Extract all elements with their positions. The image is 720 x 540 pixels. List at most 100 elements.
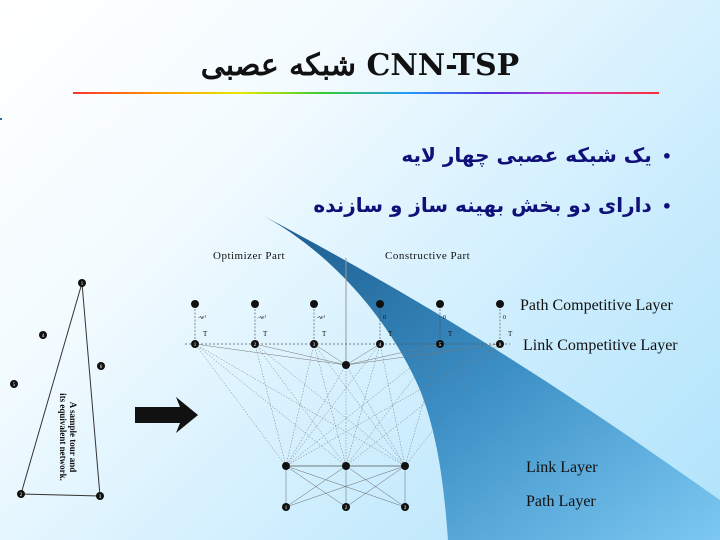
network-connection [285, 465, 406, 508]
weight-label: 0 [383, 315, 386, 321]
network-connection [345, 343, 381, 366]
optimizer-part-label: Optimizer Part [213, 250, 286, 262]
weight-label: -w¹ [258, 315, 266, 321]
path-node-label: 1 [285, 506, 288, 511]
cnn-tsp-network: -w¹ T -w¹ T -w¹ T 0T 0T 0T 1 2 3 4 5 6 1 2 3 [185, 258, 513, 511]
bullet-dot-icon: • [661, 197, 672, 216]
link-layer-unit [401, 462, 409, 470]
network-connection [404, 343, 501, 467]
tour-node-label: 2 [20, 493, 23, 498]
path-competitive-unit [436, 300, 444, 308]
tour-node [97, 362, 105, 370]
link-layer-label: Link Layer [526, 459, 598, 476]
network-connection [345, 343, 501, 366]
weight-label: 0 [443, 315, 446, 321]
path-layer-label: Path Layer [526, 493, 596, 510]
tour-node-label: 5 [13, 383, 16, 388]
network-connection [194, 343, 406, 467]
network-connection [254, 343, 347, 366]
link-node-label: 2 [254, 343, 257, 348]
t-label: T [508, 330, 513, 338]
network-connection [285, 343, 501, 467]
path-node-label: 2 [345, 506, 348, 511]
bullet-text: یک شبکه عصبی چهار لایه [401, 143, 652, 167]
tour-node-label: 1 [81, 282, 84, 287]
path-layer-unit [282, 503, 290, 511]
slide-title: شبکه عصبی CNN-TSP [200, 48, 520, 83]
t-label: T [388, 330, 393, 338]
path-competitive-unit [496, 300, 504, 308]
link-competitive-unit [310, 340, 318, 348]
edge-marker [0, 118, 2, 120]
bullet-item: • یک شبکه عصبی چهار لایه [401, 143, 672, 167]
link-layer-unit [282, 462, 290, 470]
link-competitive-unit [251, 340, 259, 348]
network-connection [313, 343, 347, 467]
tour-edge [20, 282, 83, 495]
tour-edge [81, 282, 101, 497]
path-competitive-unit [376, 300, 384, 308]
tour-node-label: 6 [100, 365, 103, 370]
network-connection [194, 343, 347, 366]
hub-unit [342, 361, 350, 369]
tour-node [96, 492, 104, 500]
tour-node [17, 490, 25, 498]
network-connection [345, 465, 406, 508]
network-connection [404, 343, 441, 467]
network-connection [345, 343, 441, 366]
network-connection [194, 343, 347, 467]
tour-caption-line: A sample tour and [68, 402, 78, 473]
network-connection [285, 364, 347, 467]
network-connection [254, 343, 347, 467]
weight-label: 0 [503, 315, 506, 321]
arrow-right-icon [135, 397, 198, 433]
path-layer-unit [342, 503, 350, 511]
path-competitive-layer-label: Path Competitive Layer [520, 297, 673, 314]
tour-node [78, 279, 86, 287]
t-label: T [203, 330, 208, 338]
link-layer-unit [342, 462, 350, 470]
tour-node [39, 331, 47, 339]
network-connection [345, 343, 381, 467]
path-layer-unit [401, 503, 409, 511]
link-competitive-unit [191, 340, 199, 348]
network-connection [285, 465, 347, 508]
network-connection [194, 343, 287, 467]
link-competitive-layer-label: Link Competitive Layer [523, 337, 678, 354]
link-competitive-unit [436, 340, 444, 348]
tour-edge [20, 493, 101, 497]
tour-node-label: 4 [42, 334, 45, 339]
network-connection [313, 343, 406, 467]
path-competitive-unit [251, 300, 259, 308]
tour-node-label: 3 [99, 495, 102, 500]
bullet-dot-icon: • [661, 147, 672, 166]
tour-node [10, 380, 18, 388]
weight-label: -w¹ [317, 315, 325, 321]
t-label: T [448, 330, 453, 338]
link-node-label: 6 [499, 343, 502, 348]
link-competitive-unit [376, 340, 384, 348]
path-competitive-unit [191, 300, 199, 308]
path-competitive-unit [310, 300, 318, 308]
bullet-text: دارای دو بخش بهینه ساز و سازنده [313, 193, 652, 217]
link-node-label: 3 [313, 343, 316, 348]
link-node-label: 5 [439, 343, 442, 348]
t-label: T [322, 330, 327, 338]
link-competitive-unit [496, 340, 504, 348]
bullet-item: • دارای دو بخش بهینه ساز و سازنده [313, 193, 672, 217]
title-underline [73, 92, 659, 94]
network-connection [345, 364, 406, 467]
path-node-label: 3 [404, 506, 407, 511]
tour-caption-line: its equivalent network. [58, 393, 68, 481]
t-label: T [263, 330, 268, 338]
link-node-label: 4 [379, 343, 382, 348]
network-connection [313, 343, 347, 366]
weight-label: -w¹ [198, 315, 206, 321]
constructive-part-label: Constructive Part [385, 250, 471, 262]
link-node-label: 1 [194, 343, 197, 348]
